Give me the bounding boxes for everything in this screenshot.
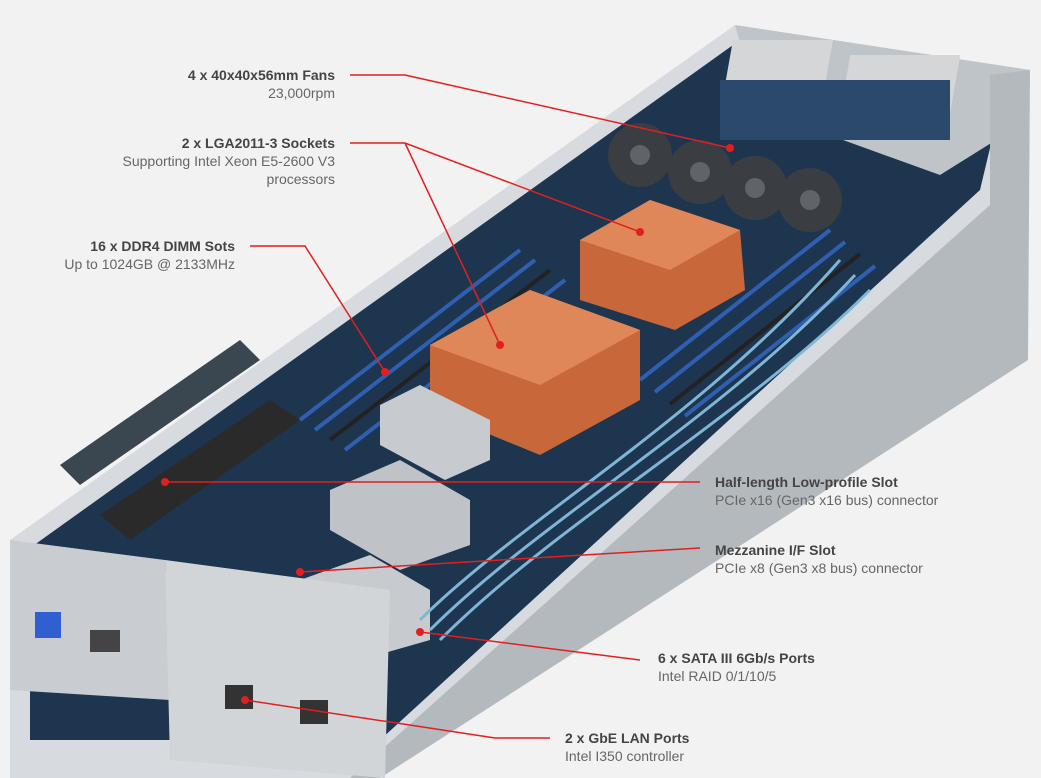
callout-fans-title: 4 x 40x40x56mm Fans	[187, 67, 335, 83]
callout-dimm-subtitle: Up to 1024GB @ 2133MHz	[64, 256, 235, 272]
callout-fans-subtitle: 23,000rpm	[268, 85, 335, 101]
callout-lan-subtitle: Intel I350 controller	[565, 748, 685, 764]
rear-io-panel	[10, 540, 390, 778]
callout-sata-subtitle: Intel RAID 0/1/10/5	[658, 668, 777, 684]
cpu-heatsinks	[430, 200, 745, 455]
callout-dimm-title: 16 x DDR4 DIMM Sots	[90, 238, 235, 254]
callout-sata: 6 x SATA III 6Gb/s Ports Intel RAID 0/1/…	[658, 649, 958, 685]
callout-lan: 2 x GbE LAN Ports Intel I350 controller	[565, 729, 865, 765]
fan-array	[608, 123, 842, 232]
callout-mezz: Mezzanine I/F Slot PCIe x8 (Gen3 x8 bus)…	[715, 541, 1015, 577]
drive-bays	[720, 40, 961, 140]
callout-slot: Half-length Low-profile Slot PCIe x16 (G…	[715, 473, 1015, 509]
callout-dots	[161, 144, 734, 704]
callout-mezz-subtitle: PCIe x8 (Gen3 x8 bus) connector	[715, 560, 923, 576]
callout-slot-title: Half-length Low-profile Slot	[715, 474, 898, 490]
callout-sockets-subtitle: Supporting Intel Xeon E5-2600 V3	[122, 153, 336, 169]
callout-fans: 4 x 40x40x56mm Fans 23,000rpm	[60, 66, 335, 102]
pcie-riser	[60, 340, 300, 540]
callout-sockets: 2 x LGA2011-3 Sockets Supporting Intel X…	[60, 134, 336, 188]
callout-sockets-subtitle2: processors	[266, 171, 335, 187]
callout-mezz-title: Mezzanine I/F Slot	[715, 542, 836, 558]
callout-dimm: 16 x DDR4 DIMM Sots Up to 1024GB @ 2133M…	[20, 237, 235, 273]
callout-leaders	[165, 74, 731, 739]
callout-slot-subtitle: PCIe x16 (Gen3 x16 bus) connector	[715, 492, 939, 508]
callout-sockets-title: 2 x LGA2011-3 Sockets	[181, 135, 335, 151]
callout-sata-title: 6 x SATA III 6Gb/s Ports	[658, 650, 815, 666]
sata-cables	[418, 259, 872, 642]
callout-lan-title: 2 x GbE LAN Ports	[565, 730, 690, 746]
